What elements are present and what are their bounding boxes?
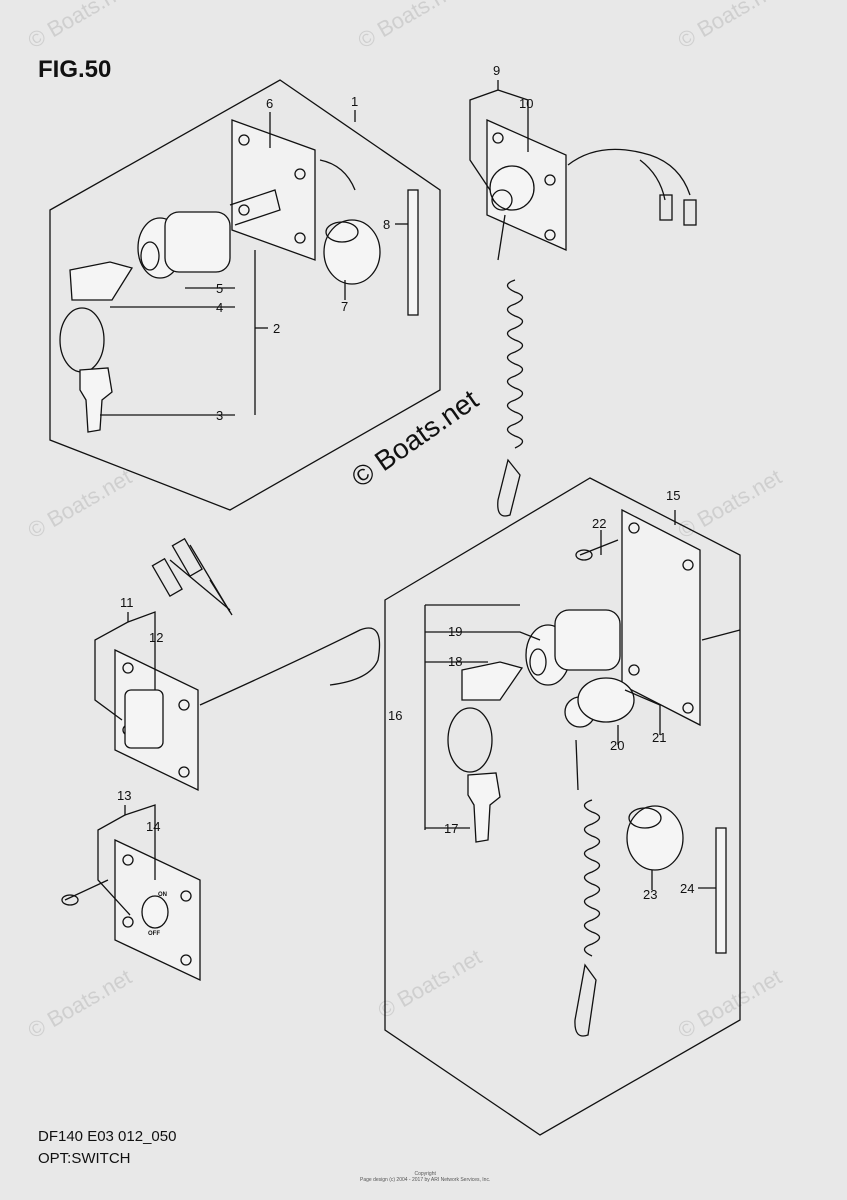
- callout-5: 5: [216, 281, 223, 296]
- assembly-1-outline: [49, 79, 441, 511]
- callout-3: 3: [216, 408, 223, 423]
- callout-15: 15: [666, 488, 680, 503]
- callout-12: 12: [149, 630, 163, 645]
- callout-16: 16: [388, 708, 402, 723]
- callout-6: 6: [266, 96, 273, 111]
- callout-14: 14: [146, 819, 160, 834]
- callout-19: 19: [448, 624, 462, 639]
- callout-8: 8: [383, 217, 390, 232]
- callout-17: 17: [444, 821, 458, 836]
- callout-24: 24: [680, 881, 694, 896]
- callout-20: 20: [610, 738, 624, 753]
- copyright-line-2: Page design (c) 2004 - 2017 by ARI Netwo…: [360, 1177, 491, 1183]
- switch-on-mark: ON: [158, 892, 167, 898]
- copyright-notice: Copyright Page design (c) 2004 - 2017 by…: [360, 1171, 490, 1183]
- callout-21: 21: [652, 730, 666, 745]
- callout-22: 22: [592, 516, 606, 531]
- callout-9: 9: [493, 63, 500, 78]
- callout-4: 4: [216, 300, 223, 315]
- callout-2: 2: [273, 321, 280, 336]
- figure-label: FIG.50: [38, 56, 112, 83]
- callout-18: 18: [448, 654, 462, 669]
- callout-13: 13: [117, 788, 131, 803]
- switch-off-mark: OFF: [148, 931, 160, 937]
- callout-7: 7: [341, 299, 348, 314]
- model-code: DF140 E03 012_050: [38, 1128, 177, 1145]
- panel-21: [621, 508, 701, 727]
- assembly-15-outline: [384, 477, 741, 1136]
- callout-1: 1: [351, 94, 358, 109]
- callout-10: 10: [519, 96, 533, 111]
- section-title: OPT:SWITCH: [38, 1150, 131, 1167]
- callout-11: 11: [120, 595, 134, 610]
- copyright-line-1: Copyright: [414, 1171, 436, 1177]
- callout-23: 23: [643, 887, 657, 902]
